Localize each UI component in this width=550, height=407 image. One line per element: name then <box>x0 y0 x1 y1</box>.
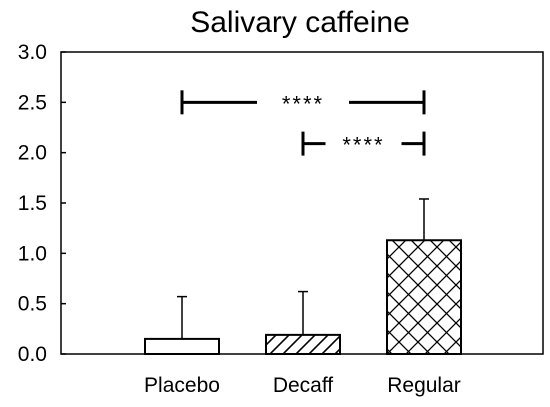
chart-title: Salivary caffeine <box>190 6 410 39</box>
bar-placebo <box>144 337 220 355</box>
significance-label: **** <box>282 91 324 116</box>
error-bars <box>177 198 429 339</box>
y-tick-label: 0.5 <box>18 293 47 316</box>
y-tick-label: 0.0 <box>18 343 47 366</box>
y-tick-label: 1.0 <box>18 242 47 265</box>
y-axis: 0.0 0.5 1.0 1.5 2.0 2.5 3.0 <box>18 41 66 366</box>
significance-label: **** <box>342 133 384 158</box>
y-tick-label: 3.0 <box>18 41 47 64</box>
x-category-label: Placebo <box>144 374 220 397</box>
y-tick-label: 2.0 <box>18 142 47 165</box>
y-tick-label: 2.5 <box>18 91 47 114</box>
x-axis: Placebo Decaff Regular <box>144 374 461 397</box>
significance-annotations: **** **** <box>180 90 426 158</box>
x-category-label: Decaff <box>273 374 333 397</box>
y-tick-label: 1.5 <box>18 192 47 215</box>
bar-regular <box>386 239 462 356</box>
significance-bracket: **** <box>180 90 426 116</box>
bar-decaff <box>265 333 341 355</box>
x-category-label: Regular <box>387 374 461 397</box>
significance-bracket: **** <box>301 131 426 158</box>
